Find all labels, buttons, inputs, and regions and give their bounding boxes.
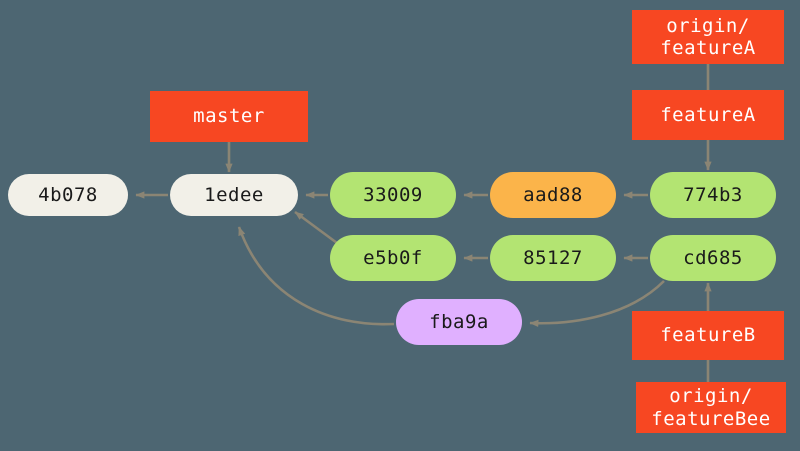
commit-label: 774b3 (683, 184, 743, 206)
commit-node-33009[interactable]: 33009 (330, 172, 456, 218)
commit-label: e5b0f (363, 247, 423, 269)
commit-label: 85127 (523, 247, 583, 269)
branch-label-text: featureA (660, 103, 756, 126)
commit-node-cd685[interactable]: cd685 (650, 235, 776, 281)
branch-label-featureA[interactable]: featureA (632, 90, 784, 140)
commit-label: fba9a (429, 311, 489, 333)
branch-label-text: master (193, 105, 265, 128)
commit-node-85127[interactable]: 85127 (490, 235, 616, 281)
commit-label: 33009 (363, 184, 423, 206)
commit-node-e5b0f[interactable]: e5b0f (330, 235, 456, 281)
commit-label: cd685 (683, 247, 743, 269)
commit-node-1edee[interactable]: 1edee (170, 174, 298, 216)
commit-node-fba9a[interactable]: fba9a (396, 299, 522, 345)
branch-label-origin-featureBee[interactable]: origin/ featureBee (636, 382, 786, 433)
commit-label: 1edee (204, 184, 264, 206)
commit-node-4b078[interactable]: 4b078 (8, 174, 128, 216)
commit-label: aad88 (523, 184, 583, 206)
commit-node-774b3[interactable]: 774b3 (650, 172, 776, 218)
branch-label-master[interactable]: master (150, 91, 308, 142)
edge-e5b0f-1edee (294, 210, 338, 245)
commit-node-aad88[interactable]: aad88 (490, 172, 616, 218)
branch-label-origin-featureA[interactable]: origin/ featureA (632, 10, 784, 64)
commit-label: 4b078 (38, 184, 98, 206)
branch-label-text: origin/ featureBee (651, 385, 771, 430)
branch-label-text: featureB (660, 324, 756, 347)
branch-label-featureB[interactable]: featureB (632, 311, 784, 360)
branch-label-text: origin/ featureA (660, 14, 756, 59)
